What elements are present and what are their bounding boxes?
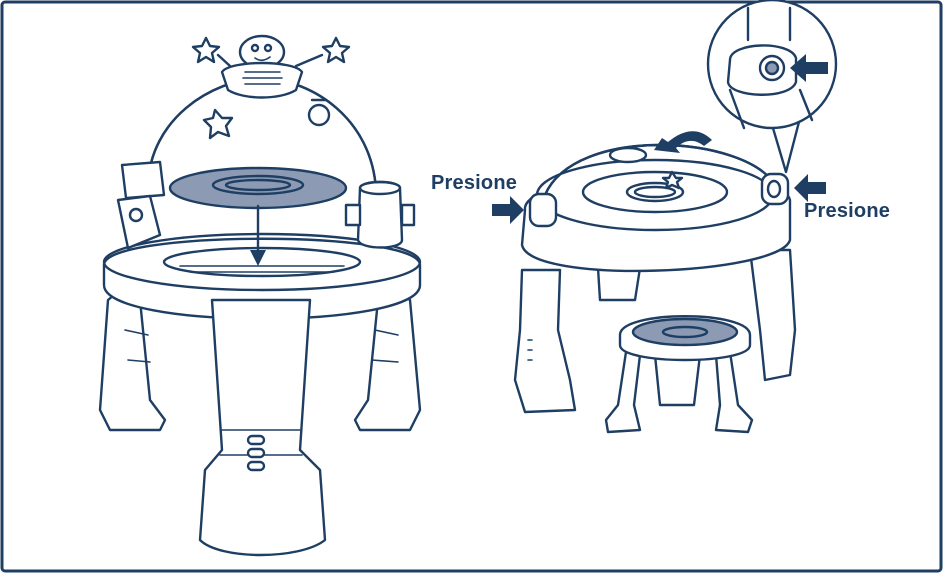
right-jumper-seat-top xyxy=(537,160,773,230)
stool-leg-center xyxy=(655,355,700,405)
robot-body xyxy=(222,63,302,98)
left-release-knob xyxy=(530,194,556,226)
press-label-right: Presione xyxy=(804,200,890,223)
press-label-left: Presione xyxy=(431,172,517,195)
right-jumper-hanging-part xyxy=(598,268,640,300)
left-side-toy xyxy=(122,162,164,198)
tray xyxy=(170,168,346,208)
right-release-knob xyxy=(762,174,788,204)
